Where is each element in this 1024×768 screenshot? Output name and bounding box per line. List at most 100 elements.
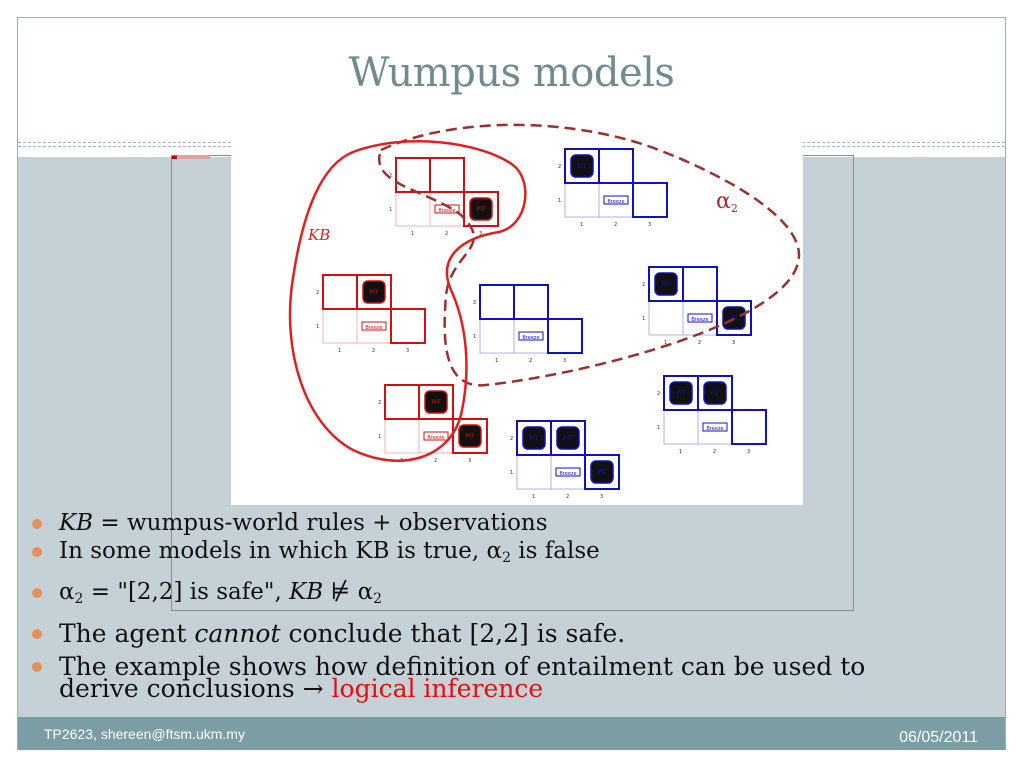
kb-region-outline xyxy=(288,140,527,462)
thumbnail-caption xyxy=(178,155,210,159)
kb-term: KB xyxy=(59,510,94,536)
col-label: 1 xyxy=(495,358,498,364)
row-label: 2 xyxy=(378,400,381,406)
bullet-logical-inference: The example shows how definition of enta… xyxy=(32,650,952,703)
alpha2-region-outline xyxy=(377,123,801,387)
slide-title: Wumpus models xyxy=(348,50,675,96)
breeze-label: Breeze xyxy=(427,435,444,441)
row-label: 1 xyxy=(558,198,561,204)
footer-author: TP2623, shereen@ftsm.ukm.my xyxy=(44,726,245,742)
col-label: 1 xyxy=(679,449,682,455)
col-label: 1 xyxy=(532,494,535,500)
col-label: 3 xyxy=(468,458,471,464)
bullet-text: = wumpus-world rules + observations xyxy=(93,510,548,536)
col-label: 2 xyxy=(713,449,716,455)
row-label: 2 xyxy=(510,436,513,442)
grid-cell xyxy=(547,318,583,354)
row-label: 1 xyxy=(510,470,513,476)
grid-cell xyxy=(356,274,392,310)
kb-term: KB xyxy=(289,579,324,605)
subscript: 2 xyxy=(74,591,84,607)
grid-cell xyxy=(550,420,586,456)
kb-label: KB xyxy=(307,226,330,244)
bullet-text: The agent xyxy=(59,619,195,648)
col-label: 2 xyxy=(434,458,437,464)
col-label: 3 xyxy=(479,231,482,237)
breeze-label: Breeze xyxy=(522,335,539,341)
grid-cell xyxy=(463,191,499,227)
grid-cell xyxy=(731,409,767,445)
col-label: 3 xyxy=(648,222,651,228)
breeze-icon xyxy=(687,313,713,323)
breeze-icon xyxy=(603,195,629,205)
footer-bar xyxy=(18,717,1005,750)
grid-cell xyxy=(452,418,488,454)
arrow-icon: → xyxy=(302,674,324,703)
pit-label: PIT xyxy=(597,469,606,476)
not-entails-symbol: ⊭ xyxy=(323,579,358,605)
col-label: 2 xyxy=(566,494,569,500)
row-label: 2 xyxy=(473,300,476,306)
pit-icon xyxy=(556,426,580,450)
col-label: 2 xyxy=(445,231,448,237)
pit-icon xyxy=(590,460,614,484)
row-label: 1 xyxy=(473,334,476,340)
subscript: 2 xyxy=(502,550,511,566)
alpha-symbol: α xyxy=(59,579,75,605)
breeze-icon xyxy=(518,331,544,341)
pit-label: PIT xyxy=(563,435,572,442)
bullet-kb-definition: KB = wumpus-world rules + observations xyxy=(32,510,952,536)
grid-cell xyxy=(682,266,718,302)
breeze-label: Breeze xyxy=(559,471,576,477)
breeze-label: Breeze xyxy=(438,208,455,214)
bullet-text: = "[2,2] is safe", xyxy=(83,579,290,605)
col-label: 2 xyxy=(529,358,532,364)
breeze-label: Breeze xyxy=(365,325,382,331)
pit-label: PIT xyxy=(661,281,670,288)
row-label: 2 xyxy=(558,164,561,170)
col-label: 3 xyxy=(600,494,603,500)
bullet-alpha2-false: In some models in which KB is true, α2 i… xyxy=(32,536,952,573)
col-label: 1 xyxy=(580,222,583,228)
col-label: 1 xyxy=(664,340,667,346)
row-label: 2 xyxy=(389,173,392,179)
row-label: 1 xyxy=(389,207,392,213)
bullet-text: In some models in which KB is true, α xyxy=(59,538,503,564)
breeze-label: Breeze xyxy=(706,426,723,432)
row-label: 2 xyxy=(316,290,319,296)
row-label: 1 xyxy=(378,434,381,440)
row-label: 2 xyxy=(657,391,660,397)
pit-label: PIT xyxy=(369,289,378,296)
breeze-icon xyxy=(423,431,449,441)
pit-label: PIT xyxy=(577,163,586,170)
grid-cell xyxy=(716,300,752,336)
col-label: 2 xyxy=(372,348,375,354)
pit-label: PIT xyxy=(529,435,538,442)
col-label: 1 xyxy=(411,231,414,237)
pit-icon xyxy=(570,154,594,178)
col-label: 3 xyxy=(406,348,409,354)
grid-cell xyxy=(418,384,454,420)
row-label: 1 xyxy=(642,316,645,322)
pit-icon xyxy=(469,197,493,221)
pit-label: PIT xyxy=(465,433,474,440)
highlight-text: logical inference xyxy=(323,674,544,703)
col-label: 3 xyxy=(732,340,735,346)
grid-cell xyxy=(390,308,426,344)
grid-cell xyxy=(584,454,620,490)
emphasis-text: cannot xyxy=(194,619,281,648)
pit-label: PIT xyxy=(710,390,719,397)
bullet-text: is false xyxy=(511,538,600,564)
bullet-not-entails: α2 = "[2,2] is safe", KB ⊭ α2 xyxy=(32,573,952,618)
pit-icon xyxy=(362,280,386,304)
pit-label: PIT xyxy=(476,206,485,213)
row-label: 2 xyxy=(642,282,645,288)
pit-label: PIT xyxy=(431,399,440,406)
col-label: 2 xyxy=(614,222,617,228)
col-label: 2 xyxy=(698,340,701,346)
col-label: 3 xyxy=(747,449,750,455)
grid-cell xyxy=(598,148,634,184)
row-label: 1 xyxy=(657,425,660,431)
pit-icon xyxy=(458,424,482,448)
